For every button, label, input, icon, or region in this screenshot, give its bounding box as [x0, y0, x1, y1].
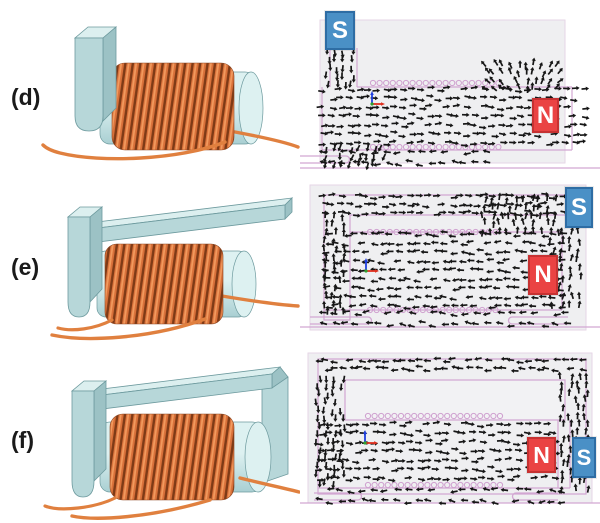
lead-wire-left: [72, 500, 210, 518]
pole-badge-north: N: [528, 255, 558, 295]
pole-badge-north: N: [527, 437, 556, 473]
solenoid-render-f: [0, 348, 300, 523]
pole-badge-north: N: [532, 98, 559, 133]
coil-winding: [110, 414, 234, 500]
coil-winding: [105, 244, 223, 324]
pole-badge-south: S: [572, 437, 596, 478]
row-d: (d) S N: [0, 0, 600, 174]
field-panel-d: S N: [300, 0, 600, 175]
solenoid-render-e: [0, 174, 300, 349]
lead-wire-left-curl: [45, 498, 115, 509]
lead-wire-left-curl: [58, 320, 112, 330]
row-f: (f) N S: [0, 348, 600, 522]
row-e: (e) S N: [0, 174, 600, 348]
yoke-top-bar: [94, 367, 288, 410]
vector-field-f: [300, 348, 600, 523]
pole-badge-south: S: [565, 187, 593, 228]
solenoid-render-d: [0, 0, 300, 175]
cylinder-end-cap: [232, 251, 256, 317]
yoke-l-bar: [90, 198, 292, 243]
coil-winding: [112, 63, 234, 150]
field-panel-e: S N: [300, 174, 600, 349]
pole-badge-south: S: [325, 11, 355, 50]
field-panel-f: N S: [300, 348, 600, 523]
